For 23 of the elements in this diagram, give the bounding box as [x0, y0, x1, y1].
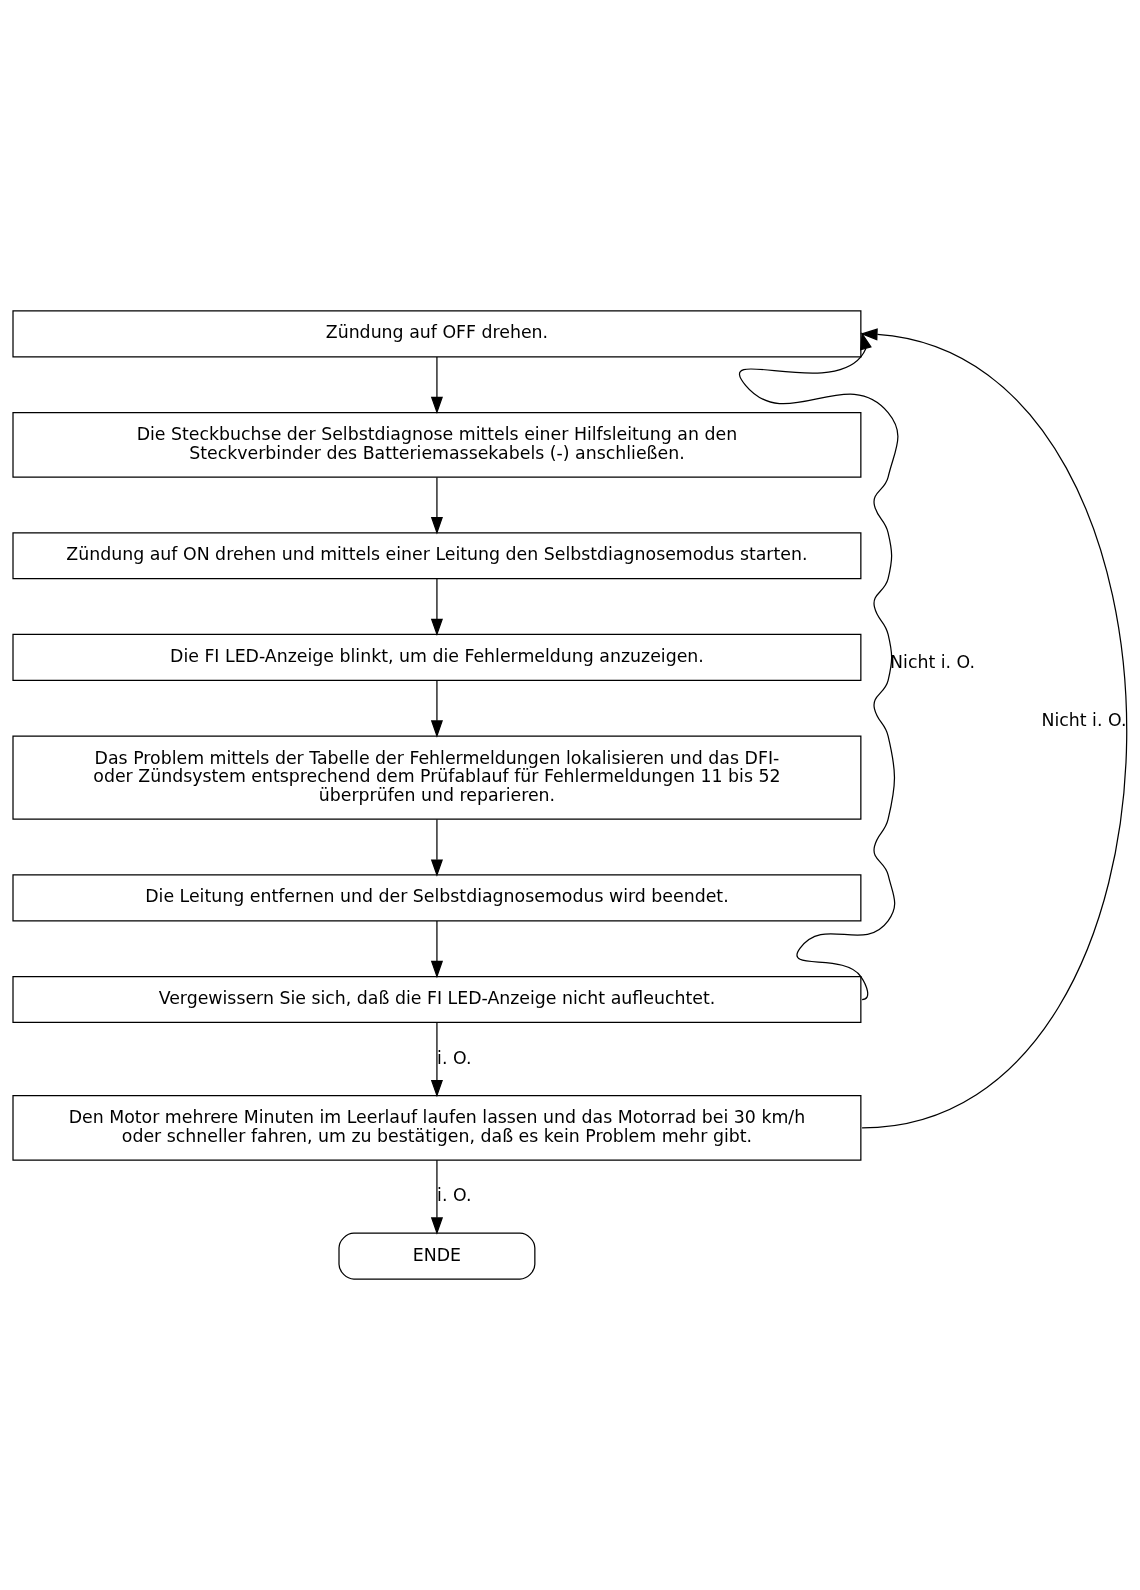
arrow [430, 578, 443, 637]
arrow [860, 328, 1128, 1129]
arrow [430, 476, 443, 535]
node-box: Die FI LED-Anzeige blinkt, um die Fehlermeldung anzuzeigen. [12, 633, 862, 681]
edge-label: Nicht i. O. [1041, 710, 1127, 731]
node-box: Die Leitung entfernen und der Selbstdiagnosemodus wird beendet. [12, 874, 862, 922]
node-box: Zündung auf OFF drehen. [12, 310, 862, 358]
node-box: Das Problem mittels der Tabelle der Fehlermeldungen lokalisieren und das DFI- oder Zündsystem entsprechend dem Prüfablauf für Fehlermeldungen 11 bis 52 überprüfen und reparieren. [12, 735, 862, 820]
arrow [430, 1022, 443, 1098]
arrow [430, 680, 443, 738]
edge-label: i. O. [437, 1185, 472, 1206]
arrow [739, 332, 899, 1001]
arrow [430, 920, 443, 979]
node-box: Zündung auf ON drehen und mittels einer Leitung den Selbstdiagnosemodus starten. [12, 532, 862, 580]
node-box: ENDE [338, 1232, 536, 1280]
arrow [430, 356, 443, 415]
node-box: Vergewissern Sie sich, daß die FI LED-Anzeige nicht aufleuchtet. [12, 975, 862, 1024]
arrow [430, 1159, 443, 1235]
arrow [430, 818, 443, 877]
edge-label: Nicht i. O. [890, 652, 976, 672]
edge-label: i. O. [437, 1047, 472, 1068]
node-box: Die Steckbuchse der Selbstdiagnose mittels einer Hilfsleitung an den Steckverbinder des Batteriemassekabels (-) anschließen. [12, 412, 862, 478]
node-box: Den Motor mehrere Minuten im Leerlauf laufen lassen und das Motorrad bei 30 km/h oder schneller fahren, um zu bestätigen, daß es kein Problem mehr gibt. [12, 1094, 862, 1161]
